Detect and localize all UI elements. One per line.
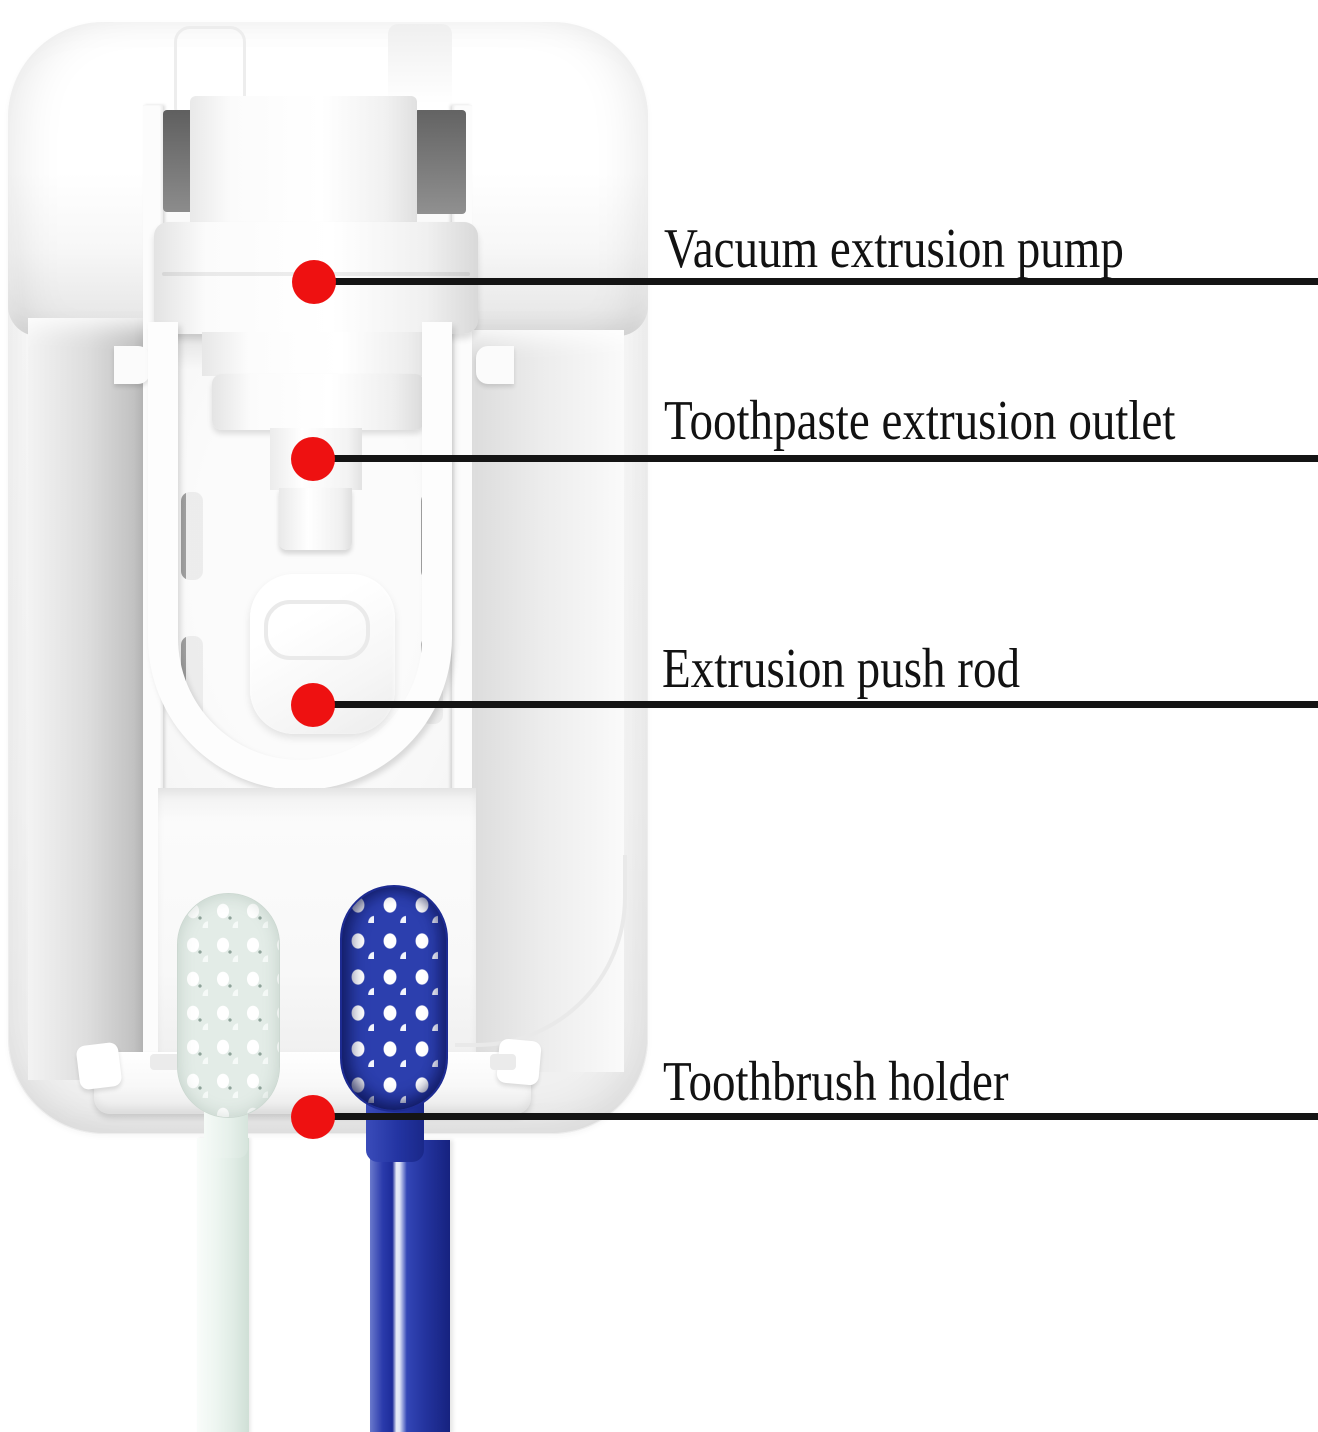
side-tab-left: [114, 346, 150, 384]
annotation-label: Vacuum extrusion pump: [664, 218, 1124, 280]
leader-line: [314, 277, 1318, 285]
red-marker-dot: [292, 260, 336, 304]
annotation-label: Extrusion push rod: [662, 638, 1021, 700]
panel-slot: [181, 492, 203, 580]
holder-clip-left: [75, 1041, 123, 1091]
inner-wall-left: [28, 318, 148, 1080]
red-marker-dot: [291, 683, 335, 727]
side-tab-right: [476, 346, 514, 384]
leader-line: [313, 454, 1318, 462]
leader-line: [313, 1112, 1318, 1120]
vacuum-pump-cylinder: [190, 96, 417, 228]
recess-window-right: [414, 110, 466, 214]
mint-toothbrush-head: [177, 893, 280, 1118]
red-marker-dot: [291, 437, 335, 481]
blue-toothbrush-head: [340, 885, 448, 1112]
leader-line: [313, 700, 1318, 708]
blue-toothbrush-handle: [370, 1140, 450, 1432]
toothpaste-outlet-tip: [279, 488, 352, 550]
mint-toothbrush-handle: [197, 1138, 249, 1432]
red-marker-dot: [291, 1095, 335, 1139]
annotation-label: Toothpaste extrusion outlet: [664, 390, 1176, 452]
annotation-label: Toothbrush holder: [663, 1051, 1009, 1113]
holder-slot-notch: [150, 1054, 180, 1070]
holder-slot-notch: [490, 1054, 516, 1070]
push-rod-pad-outline: [264, 600, 370, 660]
